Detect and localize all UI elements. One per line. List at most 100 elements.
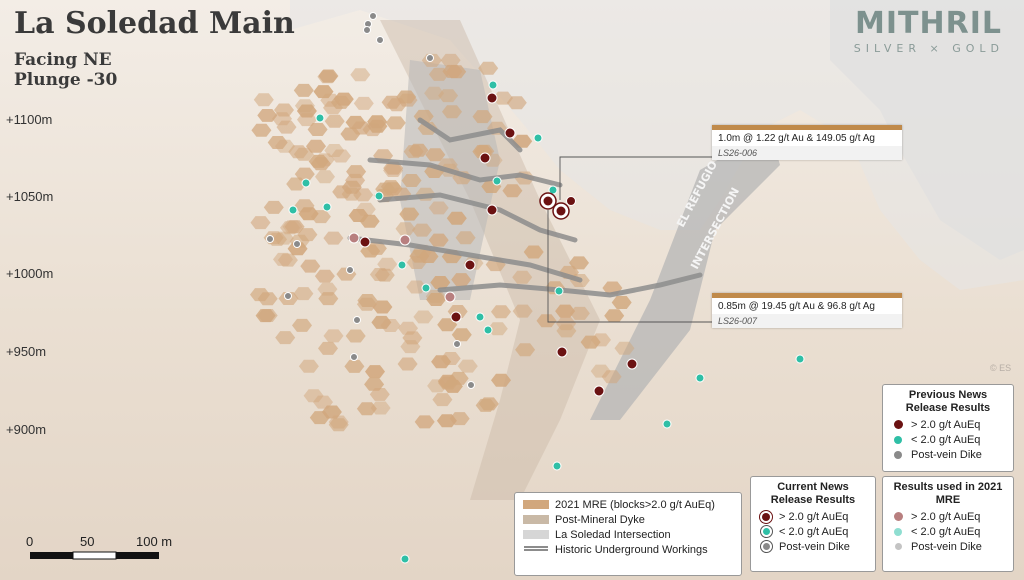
intersection-swatch: [523, 530, 549, 539]
mre-block: [309, 411, 330, 425]
mre-block: [300, 259, 321, 273]
mre-block: [267, 136, 288, 149]
mre-block: [428, 233, 449, 247]
mre-block: [371, 315, 392, 329]
legend-label: < 2.0 g/t AuEq: [911, 433, 981, 446]
mre-block: [340, 127, 361, 141]
mre-block: [491, 373, 511, 387]
mre-block: [362, 123, 383, 137]
mre-block: [536, 314, 557, 328]
mre-block: [437, 318, 458, 332]
legend-label: 2021 MRE (blocks>2.0 g/t AuEq): [555, 498, 715, 511]
legend-title: Current News Release Results: [770, 481, 856, 506]
mre-block: [604, 309, 625, 323]
mre-block: [286, 177, 307, 191]
mre-block: [307, 123, 328, 136]
mre-swatch: [523, 500, 549, 509]
high-grade-hole: [593, 385, 605, 397]
legend-title: Previous News Release Results: [905, 389, 991, 414]
high-grade-dot-icon: [891, 418, 905, 432]
workings-icon: [523, 544, 549, 556]
mre-block: [556, 324, 577, 338]
mre-block: [276, 120, 297, 134]
dike-hole: [293, 240, 301, 248]
mre-block: [478, 61, 499, 75]
mre-block: [601, 370, 622, 384]
dike-hole: [453, 340, 461, 348]
low-grade-hole: [322, 202, 332, 212]
legend-label: < 2.0 g/t AuEq: [779, 525, 849, 538]
mre-block: [395, 222, 416, 236]
mre-block: [414, 415, 435, 429]
mre-block: [396, 90, 417, 104]
dike-hole: [426, 54, 434, 62]
low-grade-hole: [475, 312, 485, 322]
mre-block: [284, 220, 305, 234]
dike-hole: [363, 26, 371, 34]
low-grade-hole: [554, 286, 564, 296]
mre-block: [273, 231, 294, 245]
scale-label: 50: [80, 534, 95, 549]
dike-dot-icon: [891, 448, 905, 462]
mre-block: [487, 322, 508, 336]
mre-block: [257, 109, 278, 122]
high-grade-hole: [486, 204, 498, 216]
logo-tagline: SILVER × GOLD: [853, 42, 1004, 55]
legend-title: Results used in 2021 MRE: [893, 481, 1003, 506]
high-grade-hole: [566, 196, 576, 206]
mre-block: [317, 70, 338, 84]
dike-hole: [376, 36, 384, 44]
mre-block: [440, 53, 461, 67]
mre-block: [357, 294, 378, 307]
mre-block: [294, 99, 315, 113]
mre-block: [475, 398, 496, 412]
mre-block: [442, 379, 463, 393]
mre-block: [251, 123, 272, 137]
legend-item: > 2.0 g/t AuEq: [883, 417, 1013, 432]
mre-block: [374, 268, 395, 282]
map-title: La Soledad Main: [14, 6, 295, 41]
dike-hole: [467, 381, 475, 389]
mre-block: [397, 357, 418, 371]
mre-block: [515, 343, 536, 357]
mre-block: [425, 289, 446, 303]
mre-block: [406, 280, 427, 294]
dike-ring-icon: [759, 540, 773, 554]
low-grade-hole: [315, 113, 325, 123]
dike-hole: [346, 266, 354, 274]
low-grade-hole: [301, 178, 311, 188]
mre-block: [328, 418, 349, 432]
mre-block: [360, 244, 381, 258]
low-grade-hole: [552, 461, 562, 471]
mre-block: [318, 341, 338, 355]
elevation-label: +950m: [6, 344, 47, 359]
callout-result: 0.85m @ 19.45 g/t Au & 96.8 g/t Ag: [718, 301, 875, 312]
mre-block: [403, 145, 424, 159]
post-mineral-dyke: [380, 20, 600, 500]
mre-block: [457, 359, 478, 373]
mre-block: [317, 282, 338, 296]
high-grade-ring-icon: [759, 510, 773, 524]
mre-block: [365, 365, 385, 379]
mre-block: [442, 105, 462, 119]
mre-block: [401, 174, 422, 187]
mre-block: [451, 328, 472, 342]
mre-block: [440, 352, 461, 365]
callout-hole-id: LS26-007: [712, 314, 902, 328]
mre-high-dot-icon: [891, 510, 905, 524]
mre-block: [359, 214, 380, 228]
legend-item: Post-vein Dike: [883, 539, 1013, 554]
mre-block: [344, 359, 365, 373]
terrain-ridge: [290, 0, 1024, 290]
mre-block: [455, 231, 476, 245]
low-grade-hole: [488, 80, 498, 90]
mre-block: [506, 96, 527, 110]
mre-block: [253, 93, 274, 107]
legend-item: Post-vein Dike: [883, 447, 1013, 462]
low-grade-hole: [695, 373, 705, 383]
legend-label: > 2.0 g/t AuEq: [779, 510, 849, 523]
mre-block: [356, 402, 377, 416]
mre-block: [346, 165, 367, 179]
legend-current-results: Current News Release Results > 2.0 g/t A…: [750, 476, 876, 572]
mre-block: [314, 269, 335, 283]
